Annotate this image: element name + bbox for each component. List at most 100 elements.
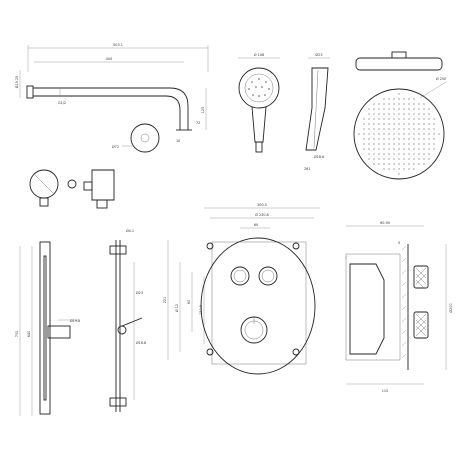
nozzle-dot (408, 98, 410, 100)
valve-button-left (230, 266, 250, 286)
side-wall-box (345, 253, 401, 361)
hand-shower-profile-centerline (313, 69, 319, 149)
nozzle-dot (423, 128, 425, 130)
nozzle-dot (378, 118, 380, 120)
nozzle-dot (408, 128, 410, 130)
side-thermostat-knurl (415, 313, 427, 337)
side-button-knurled (413, 265, 429, 289)
nozzle-dot (428, 133, 430, 135)
nozzle-dot (408, 108, 410, 110)
arm-wall-rose-hole (140, 133, 150, 143)
nozzle-dot (383, 133, 385, 135)
nozzle-dot (363, 128, 365, 130)
side-wall-hatching (401, 245, 407, 359)
nozzle-dot (423, 133, 425, 135)
nozzle-dot (368, 133, 370, 135)
nozzle-dot (428, 123, 430, 125)
nozzle-dot (388, 163, 390, 165)
valve-inner-label: Ø 230.8 (255, 212, 268, 217)
nozzle-dot (368, 143, 370, 145)
nozzle-dot (388, 118, 390, 120)
nozzle-dot (398, 118, 400, 120)
nozzle-dot (368, 108, 370, 110)
nozzle-dot (413, 143, 415, 145)
nozzle-dot (413, 168, 415, 170)
nozzle-dot (388, 123, 390, 125)
hand-head-label: Ø 108 (254, 52, 264, 57)
nozzle-dot (403, 163, 405, 165)
nozzle-dot (423, 123, 425, 125)
nozzle-dot (413, 153, 415, 155)
nozzle-dot (403, 123, 405, 125)
nozzle-dot (433, 138, 435, 140)
nozzle-dot (378, 163, 380, 165)
valve-height-label: 221 (163, 297, 167, 303)
nozzle-dot (388, 133, 390, 135)
nozzle-dot (413, 108, 415, 110)
nozzle-dot (408, 148, 410, 150)
nozzle-dot (393, 158, 395, 160)
nozzle-dot (423, 118, 425, 120)
rail-mid-label: Ø23 (136, 290, 143, 295)
nozzle-dot (423, 103, 425, 105)
nozzle-dot (403, 153, 405, 155)
arm-rose-label: Ø72 (112, 144, 119, 149)
wall-outlet-side-nipple (83, 181, 93, 191)
valve-width-label: 300.5 (257, 203, 267, 207)
nozzle-dot (433, 123, 435, 125)
nozzle-dot (368, 128, 370, 130)
nozzle-dot (378, 128, 380, 130)
wall-outlet-side-connector (96, 199, 108, 209)
nozzle-dot (423, 163, 425, 165)
slide-rail-front-drawing: 700 640 Ø19.8 (15, 241, 80, 416)
nozzle-dot (403, 108, 405, 110)
nozzle-dot (418, 158, 420, 160)
wall-outlet-small-part (67, 179, 77, 189)
nozzle-dot (388, 98, 390, 100)
arm-length-label: 400 (106, 57, 112, 61)
valve-box-outline (211, 241, 307, 365)
nozzle-dot (378, 158, 380, 160)
nozzle-dot (413, 103, 415, 105)
nozzle-dot (388, 158, 390, 160)
nozzle-dot (373, 123, 375, 125)
nozzle-dot (433, 128, 435, 130)
slide-rail-side-drawing: Ø4.1 Ø23 Ø16.8 (109, 228, 146, 412)
hand-shower-head (238, 67, 280, 109)
rail-bottom-label: Ø16.8 (136, 340, 146, 345)
nozzle-dot (418, 113, 420, 115)
nozzle-dot (373, 158, 375, 160)
nozzle-dot (428, 118, 430, 120)
nozzle-dot (428, 153, 430, 155)
nozzle-dot (383, 163, 385, 165)
nozzle-dot (418, 163, 420, 165)
hand-side-label: Ø23 (316, 52, 323, 57)
nozzle-dot (383, 158, 385, 160)
nozzle-dot (423, 158, 425, 160)
nozzle-dot (403, 118, 405, 120)
nozzle-dot (398, 143, 400, 145)
nozzle-dot (428, 143, 430, 145)
side-depth-label: 60-90 (380, 221, 390, 225)
valve-button-left-inner (233, 269, 247, 283)
nozzle-dot (433, 143, 435, 145)
nozzle-dot (408, 153, 410, 155)
nozzle-dot (388, 148, 390, 150)
nozzle-dot (398, 103, 400, 105)
nozzle-dot (418, 123, 420, 125)
valve-cover-plate (200, 237, 316, 375)
arm-pipe (33, 87, 189, 130)
nozzle-dot (408, 158, 410, 160)
nozzle-dot (398, 128, 400, 130)
nozzle-dot (403, 148, 405, 150)
arm-tip-label: 10 (176, 139, 180, 143)
nozzle-dot (433, 148, 435, 150)
nozzle-dot (413, 128, 415, 130)
nozzle-dot (428, 108, 430, 110)
nozzle-dot (383, 148, 385, 150)
nozzle-dot (378, 138, 380, 140)
valve-button-right-inner (261, 269, 275, 283)
nozzle-dot (403, 133, 405, 135)
side-button-knurl (415, 267, 427, 289)
nozzle-dot (363, 143, 365, 145)
